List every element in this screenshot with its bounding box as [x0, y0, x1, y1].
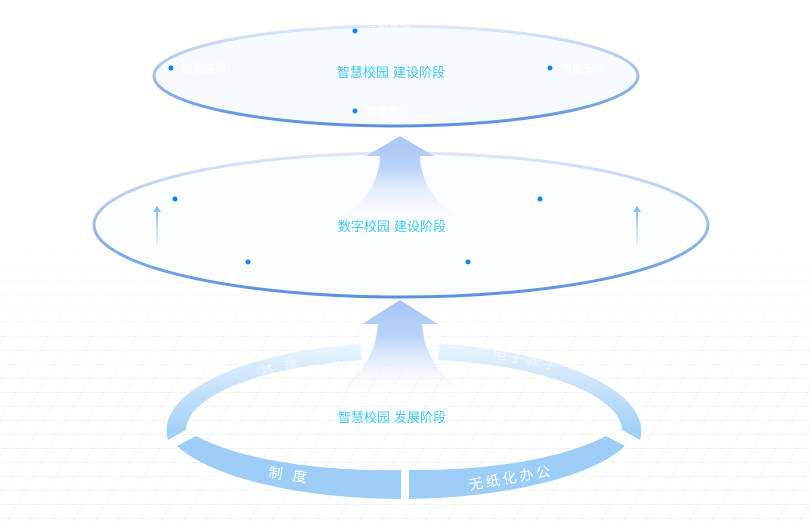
- node-label-top: 智慧管理: [366, 15, 410, 29]
- side-arrows: [153, 206, 641, 250]
- node-dot: [168, 65, 174, 71]
- node-label-bottom: 智慧教学: [366, 104, 410, 118]
- node-label-left: 智慧应用: [182, 61, 226, 75]
- node-dot: [172, 196, 178, 202]
- small-up-arrow-icon: [153, 206, 161, 250]
- segment-system[interactable]: [177, 436, 401, 499]
- node-dot: [547, 65, 553, 71]
- middle-stage-title: 数字校园 建设阶段: [338, 219, 446, 235]
- node-dot: [245, 259, 251, 265]
- segment-label-system: 制 度: [267, 465, 310, 487]
- node-dot: [352, 108, 358, 114]
- node-dot: [465, 259, 471, 265]
- node-dot: [537, 196, 543, 202]
- upgrade-arrow-bottom: [320, 300, 480, 400]
- bottom-stage-title: 智慧校园 发展阶段: [338, 410, 446, 426]
- segment-paperless-office[interactable]: [409, 436, 625, 499]
- segment-e-teaching[interactable]: [438, 344, 642, 440]
- top-stage-title: 智慧校园 建设阶段: [337, 65, 445, 81]
- segment-infrastructure[interactable]: [166, 344, 362, 440]
- node-dot: [352, 28, 358, 34]
- node-label-right: 智能安防: [561, 61, 605, 75]
- top-layer-ellipse: [152, 24, 640, 128]
- small-up-arrow-icon: [633, 206, 641, 250]
- upgrade-arrow-middle: [320, 136, 480, 226]
